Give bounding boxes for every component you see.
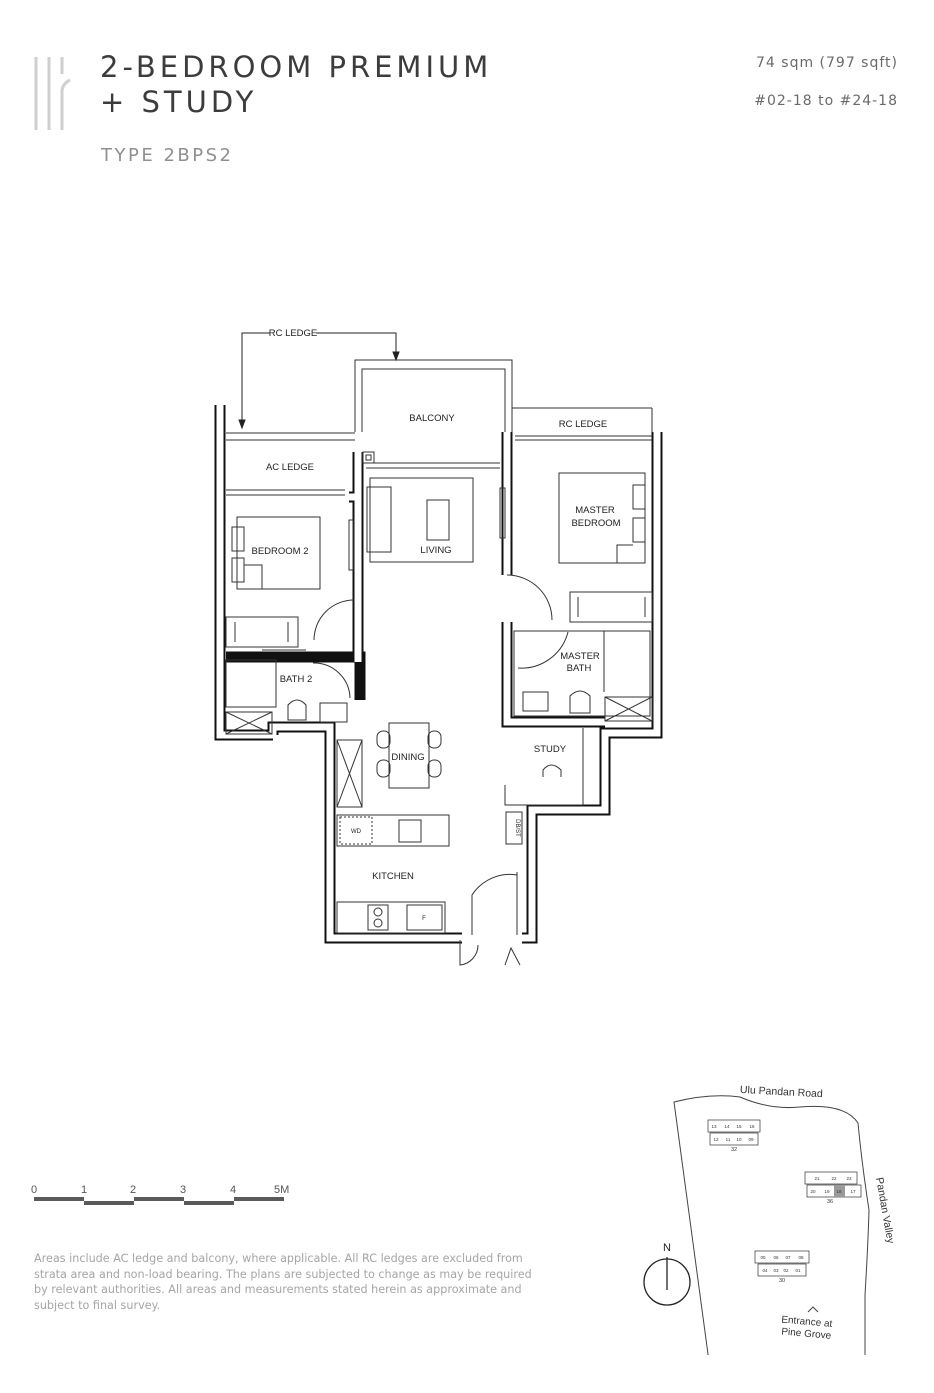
kitchen-counter-bottom: [336, 901, 446, 934]
unit-label: 22: [831, 1176, 837, 1181]
walls: [214, 405, 663, 944]
unit-label: 20: [810, 1189, 816, 1194]
entrance-label-2: Pine Grove: [781, 1327, 832, 1342]
block-number: 36: [827, 1199, 833, 1205]
bed-bedroom2: [236, 516, 321, 590]
unit-label: 17: [850, 1189, 856, 1194]
block-number: 30: [779, 1278, 785, 1284]
label-ac-ledge: AC LEDGE: [266, 462, 314, 473]
shower-bath2: [225, 711, 273, 735]
road-pandan-valley: Pandan Valley: [873, 1176, 897, 1245]
brand-logo: [34, 57, 71, 130]
label-master-bath-2: BATH: [567, 663, 592, 674]
block-number: 32: [731, 1147, 737, 1153]
wardrobe-master: [569, 591, 653, 623]
label-kitchen: KITCHEN: [372, 871, 414, 882]
scale-tick-0: 0: [31, 1184, 37, 1196]
scale-tick-5: 5M: [274, 1184, 289, 1196]
entrance-arrow: [807, 1306, 819, 1313]
basin-master-bath: [522, 691, 549, 712]
unit-label: 12: [713, 1137, 719, 1142]
scale-tick-2: 2: [130, 1184, 136, 1196]
toilet-bath2: [287, 699, 307, 721]
compass-north-label: N: [663, 1242, 671, 1254]
label-wd: WD: [351, 829, 362, 835]
unit-label: 09: [748, 1137, 754, 1142]
title-line-2: + STUDY: [100, 85, 258, 119]
unit-label: 21: [814, 1176, 820, 1181]
label-bath2: BATH 2: [280, 674, 313, 685]
dining-table: [388, 722, 430, 789]
label-db-st: DB/ST: [514, 819, 520, 837]
unit-label: 23: [846, 1176, 852, 1181]
label-rc-ledge-right: RC LEDGE: [559, 419, 608, 430]
unit-label: 06: [773, 1255, 779, 1260]
unit-label: 05: [760, 1255, 766, 1260]
scale-tick-4: 4: [230, 1184, 236, 1196]
scale-bar: 0 1 2 3 4 5M: [31, 1184, 289, 1205]
disclaimer: Areas include AC ledge and balcony, wher…: [34, 1252, 532, 1312]
block-36: 21 22 23 20 19 18 17 36: [804, 1171, 862, 1205]
entrance-label-1: Entrance at: [781, 1315, 833, 1330]
site-boundary: [673, 1095, 870, 1355]
unit-label: 08: [798, 1255, 804, 1260]
unit-type: TYPE 2BPS2: [101, 145, 234, 166]
unit-label: 16: [749, 1124, 755, 1129]
label-master-bath-1: MASTER: [560, 651, 600, 662]
unit-label: 13: [711, 1124, 717, 1129]
basin-bath2: [319, 702, 348, 723]
coffee-table: [426, 499, 450, 541]
unit-label: 03: [773, 1268, 779, 1273]
unit-label: 11: [726, 1137, 731, 1142]
label-master-bedroom-2: BEDROOM: [571, 518, 620, 529]
wardrobe-bedroom2: [225, 616, 299, 648]
fridge: [406, 904, 443, 931]
label-living: LIVING: [420, 545, 451, 556]
interior-lines: [225, 451, 653, 966]
unit-label: 15: [736, 1124, 742, 1129]
label-dining: DINING: [391, 752, 424, 763]
unit-label: 01: [795, 1268, 801, 1273]
store: [336, 739, 363, 808]
washer-dryer: [339, 816, 373, 845]
floor-plan: RC LEDGE: [214, 328, 663, 966]
kitchen-sink: [398, 819, 422, 843]
block-30: 05 06 07 08 04 03 02 01 30: [754, 1250, 810, 1284]
db-st: [505, 811, 523, 845]
label-master-bedroom-1: MASTER: [575, 505, 615, 516]
unit-label-highlighted: 18: [836, 1189, 842, 1194]
label-study: STUDY: [534, 744, 567, 755]
label-bedroom2: BEDROOM 2: [251, 546, 308, 557]
unit-range: #02-18 to #24-18: [754, 93, 898, 109]
unit-area: 74 sqm (797 sqft): [756, 55, 898, 71]
label-rc-ledge-top: RC LEDGE: [269, 328, 318, 339]
block-32: 13 14 15 16 12 11 10 09 32: [707, 1119, 761, 1153]
road-ulu-pandan: Ulu Pandan Road: [740, 1084, 824, 1100]
scale-tick-3: 3: [180, 1184, 186, 1196]
unit-label: 14: [724, 1124, 730, 1129]
label-balcony: BALCONY: [409, 413, 455, 424]
page-title: 2-BEDROOM PREMIUM + STUDY: [100, 50, 492, 120]
toilet-master-bath: [569, 690, 591, 714]
site-plan: Ulu Pandan Road Pandan Valley Entrance a…: [643, 1084, 897, 1355]
unit-label: 10: [736, 1137, 742, 1142]
balcony-outline: [226, 359, 653, 496]
north-compass-icon: N: [643, 1242, 691, 1306]
title-line-1: 2-BEDROOM PREMIUM: [100, 50, 493, 84]
living-rug: [369, 477, 474, 563]
scale-tick-1: 1: [81, 1184, 87, 1196]
label-fridge: F: [422, 916, 426, 922]
shower-master-bath: [604, 696, 653, 722]
unit-label: 19: [824, 1189, 830, 1194]
unit-label: 07: [785, 1255, 791, 1260]
highlighted-unit: [834, 1185, 845, 1197]
kitchen-counter-top: [336, 814, 450, 847]
unit-label: 02: [783, 1268, 789, 1273]
study-chair: [542, 764, 562, 777]
sofa: [366, 486, 392, 553]
rc-ledge-leader: [238, 332, 400, 430]
unit-label: 04: [762, 1268, 768, 1273]
